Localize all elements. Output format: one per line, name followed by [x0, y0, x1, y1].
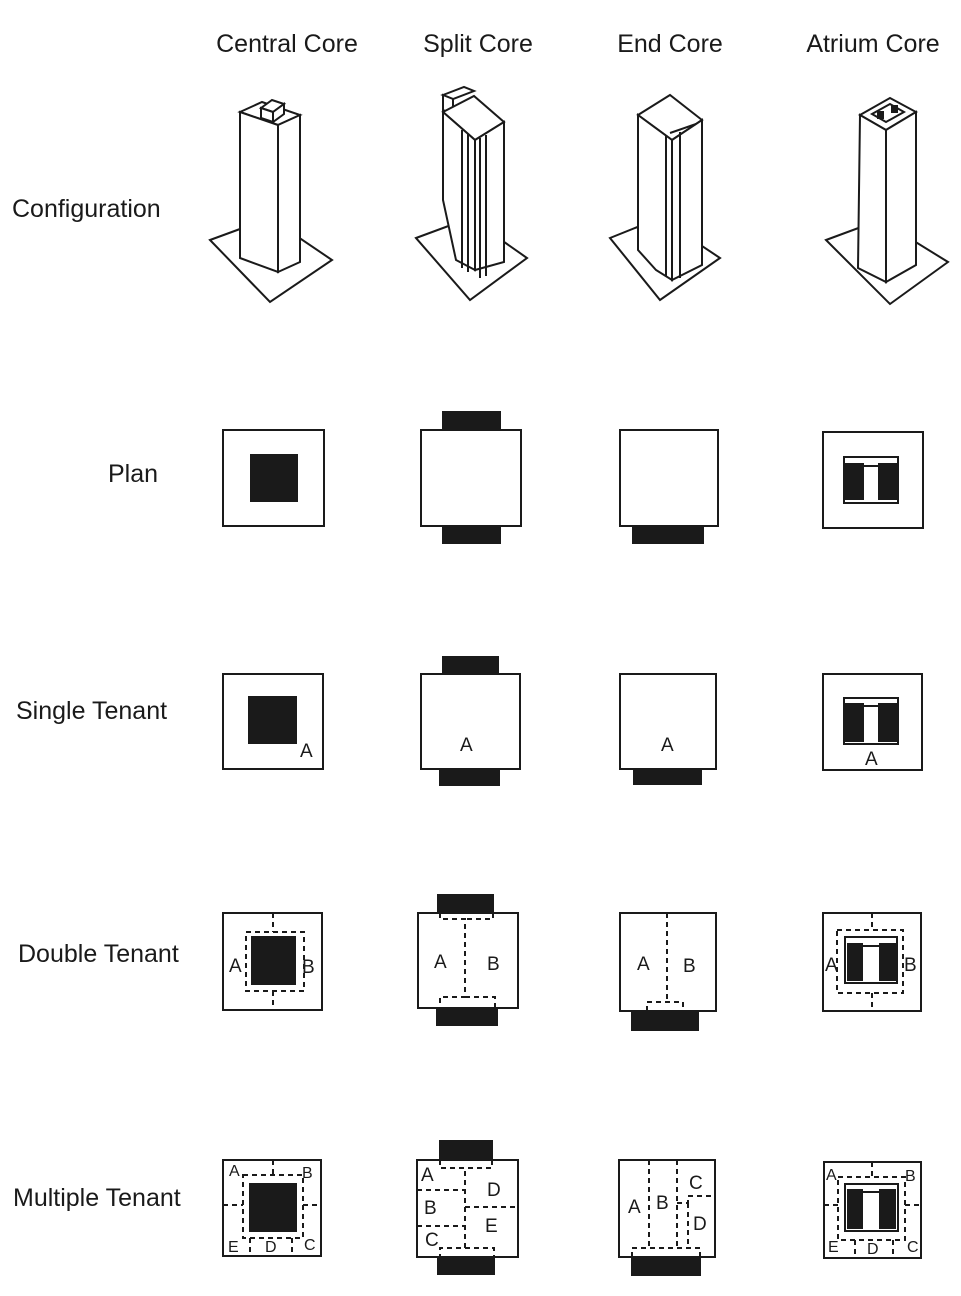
row-header-plan: Plan	[108, 460, 159, 488]
plan-central-core	[222, 429, 325, 527]
double-atrium-label-b: B	[904, 955, 917, 976]
multiple-central-label-a: A	[229, 1163, 240, 1180]
config-central-core	[208, 98, 334, 304]
single-central-core	[222, 673, 324, 770]
multiple-split-label-e: E	[485, 1216, 498, 1237]
multiple-atrium-label-b: B	[905, 1168, 916, 1185]
multiple-atrium-core	[823, 1161, 922, 1259]
multiple-atrium-label-d: D	[867, 1241, 879, 1258]
double-split-label-a: A	[434, 952, 447, 973]
single-atrium-label-a: A	[865, 749, 878, 770]
double-end-core	[619, 912, 717, 1031]
single-split-core	[420, 656, 521, 786]
col-header-end-core: End Core	[617, 30, 723, 58]
double-central-label-b: B	[302, 957, 315, 978]
col-header-split-core: Split Core	[423, 30, 533, 58]
double-atrium-core	[822, 912, 922, 1012]
config-split-core	[414, 85, 529, 302]
multiple-central-label-c: C	[304, 1237, 316, 1254]
config-atrium-core	[824, 96, 950, 306]
double-atrium-label-a: A	[825, 955, 838, 976]
row-header-configuration: Configuration	[12, 195, 161, 223]
multiple-central-core	[222, 1159, 322, 1257]
col-header-atrium-core: Atrium Core	[806, 30, 940, 58]
col-header-central-core: Central Core	[216, 30, 358, 58]
multiple-end-label-b: B	[656, 1193, 669, 1214]
config-end-core	[608, 93, 722, 302]
multiple-end-label-c: C	[689, 1173, 703, 1194]
multiple-split-label-c: C	[425, 1230, 439, 1251]
multiple-split-core	[416, 1140, 519, 1275]
double-central-core	[222, 912, 323, 1011]
multiple-split-label-d: D	[487, 1180, 501, 1201]
multiple-split-label-a: A	[421, 1165, 434, 1186]
multiple-atrium-label-e: E	[828, 1239, 839, 1256]
multiple-central-label-d: D	[265, 1239, 277, 1256]
single-split-label-a: A	[460, 735, 473, 756]
double-end-label-a: A	[637, 954, 650, 975]
row-header-double-tenant: Double Tenant	[18, 940, 179, 968]
multiple-split-label-b: B	[424, 1198, 437, 1219]
multiple-end-label-a: A	[628, 1197, 641, 1218]
double-split-label-b: B	[487, 954, 500, 975]
plan-end-core	[619, 429, 719, 544]
double-end-label-b: B	[683, 956, 696, 977]
multiple-atrium-label-a: A	[826, 1167, 837, 1184]
single-end-label-a: A	[661, 735, 674, 756]
plan-split-core	[420, 411, 522, 544]
double-split-core	[417, 894, 519, 1026]
single-end-core	[619, 673, 717, 785]
plan-atrium-core	[822, 431, 924, 529]
double-central-label-a: A	[229, 956, 242, 977]
multiple-central-label-e: E	[228, 1239, 239, 1256]
single-atrium-core	[822, 673, 923, 771]
row-header-multiple-tenant: Multiple Tenant	[13, 1184, 181, 1212]
multiple-central-label-b: B	[302, 1165, 313, 1182]
multiple-atrium-label-c: C	[907, 1239, 919, 1256]
multiple-end-label-d: D	[693, 1214, 707, 1235]
multiple-end-core	[618, 1159, 716, 1276]
row-header-single-tenant: Single Tenant	[16, 697, 168, 725]
single-central-label-a: A	[300, 741, 313, 762]
